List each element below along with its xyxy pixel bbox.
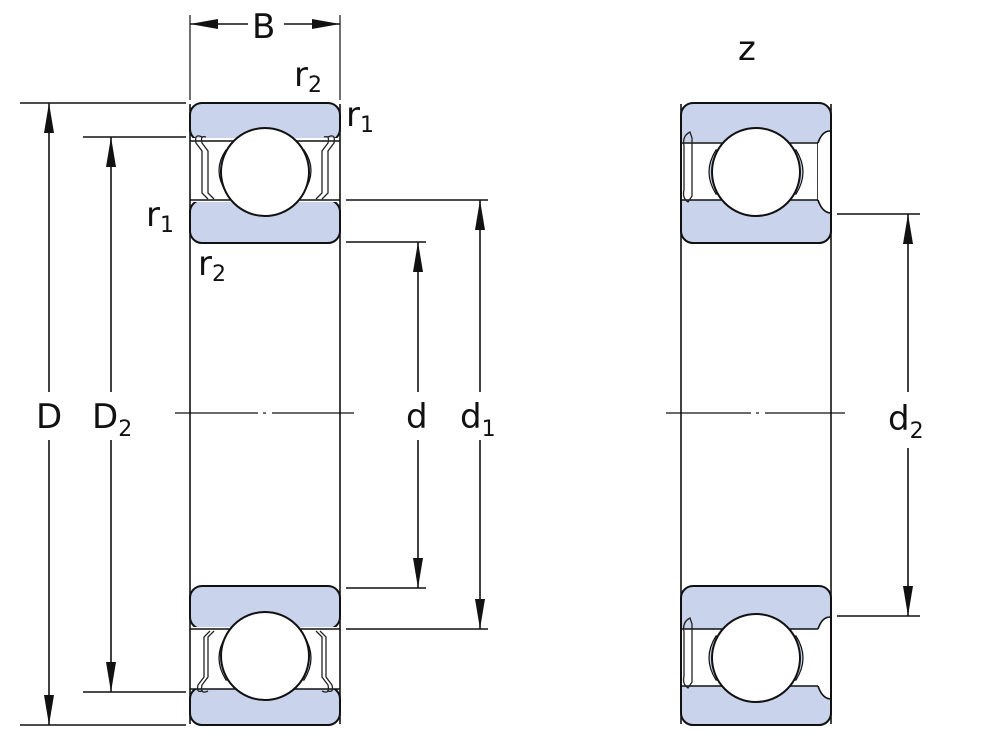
right-dimensions [837,213,920,617]
ball-bottom-right [711,613,801,703]
right-bearing-view [666,102,845,726]
label-r1-top: r1 [346,95,374,138]
left-bearing-view [175,102,354,726]
ball-top [220,127,310,217]
ball-bottom [220,611,310,701]
label-d2-shoulder: D2 [92,397,132,442]
b-arrow-left [190,19,218,29]
label-r1-left: r1 [146,195,174,238]
shield-left-top [194,135,209,200]
label-bore-diameter: d [406,397,428,437]
ball-top-right [711,127,801,217]
left-top-section [189,102,341,244]
shield-right-bottom [315,630,330,693]
label-z: z [738,29,756,69]
b-arrow-right [312,19,340,29]
label-outer-diameter: D [36,397,62,437]
right-top-section [680,102,832,244]
label-b: B [252,7,275,47]
shield-bottom [682,617,693,689]
label-d2: d2 [888,399,924,444]
shield-top [682,131,693,203]
label-r2-top: r2 [294,55,322,98]
shield-left-bottom [200,630,215,693]
left-labels: B r2 r1 r1 r2 D D2 d d1 [36,7,496,442]
right-bottom-section [680,585,832,726]
left-dimensions [20,15,488,726]
label-r2-left: r2 [198,244,226,287]
left-bottom-section [189,585,341,726]
shield-right-top [321,135,336,200]
right-labels: z d2 [738,29,924,444]
label-d1: d1 [460,397,496,442]
